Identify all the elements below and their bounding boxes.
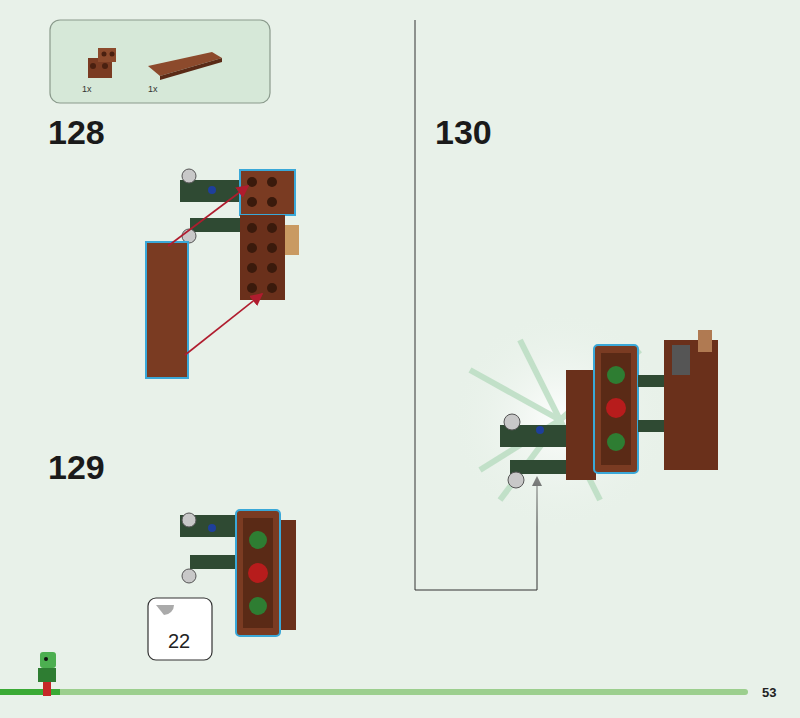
page-reference: 22 bbox=[168, 630, 190, 653]
part-count: 1x bbox=[82, 84, 92, 94]
step-number: 130 bbox=[435, 113, 492, 152]
part-count: 1x bbox=[148, 84, 158, 94]
page-number: 53 bbox=[762, 685, 776, 700]
step-number: 129 bbox=[48, 448, 105, 487]
step-number: 128 bbox=[48, 113, 105, 152]
